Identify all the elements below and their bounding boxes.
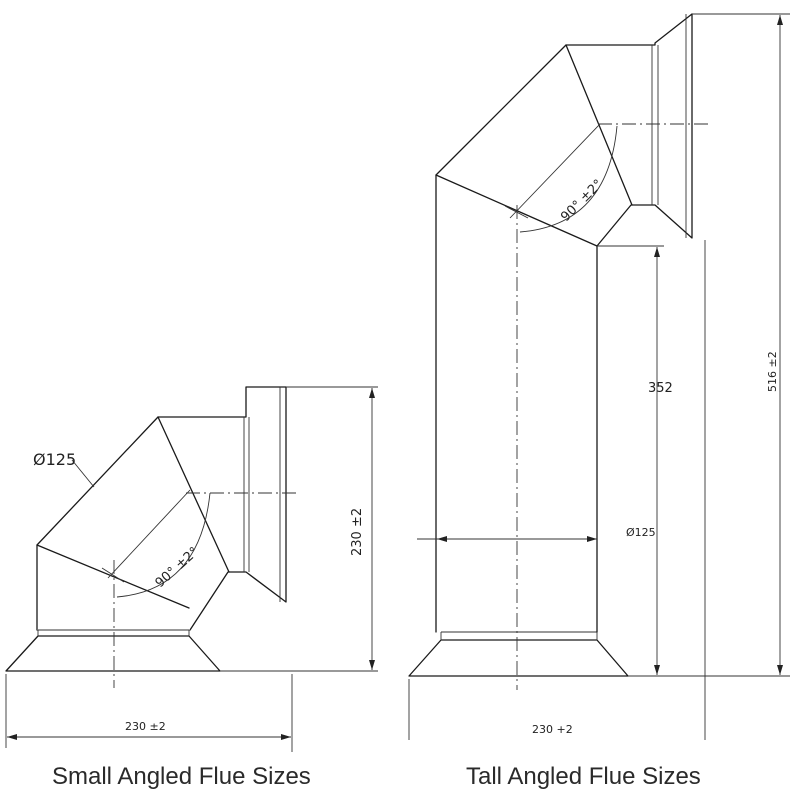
tall-flue-caption: Tall Angled Flue Sizes bbox=[466, 763, 701, 790]
tall-flue-drawing: 90° ±2° Ø125 352 516 ±2 230 +2 bbox=[408, 13, 790, 740]
small-elbow-body bbox=[36, 386, 287, 631]
tall-total-height-label: 516 ±2 bbox=[766, 351, 779, 392]
small-flue-drawing: 90° ±2° Ø125 230 ±2 230 ±2 bbox=[5, 386, 378, 752]
small-diameter-label: Ø125 bbox=[33, 450, 76, 469]
small-height-label: 230 ±2 bbox=[350, 508, 365, 556]
tall-width-label: 230 +2 bbox=[532, 723, 573, 736]
tall-base-flange bbox=[408, 639, 629, 677]
small-diameter-leader bbox=[71, 459, 95, 488]
tall-angle-arc bbox=[519, 125, 618, 233]
small-width-label: 230 ±2 bbox=[125, 720, 166, 733]
small-base-flange bbox=[5, 635, 221, 672]
tall-inner-height-label: 352 bbox=[648, 381, 673, 396]
tall-angle-label: 90° ±2° bbox=[558, 177, 606, 225]
small-angle-label: 90° ±2° bbox=[153, 544, 202, 591]
small-flue-caption: Small Angled Flue Sizes bbox=[52, 763, 311, 790]
tall-diameter-label: Ø125 bbox=[626, 526, 656, 539]
small-angle-arc bbox=[116, 492, 211, 598]
